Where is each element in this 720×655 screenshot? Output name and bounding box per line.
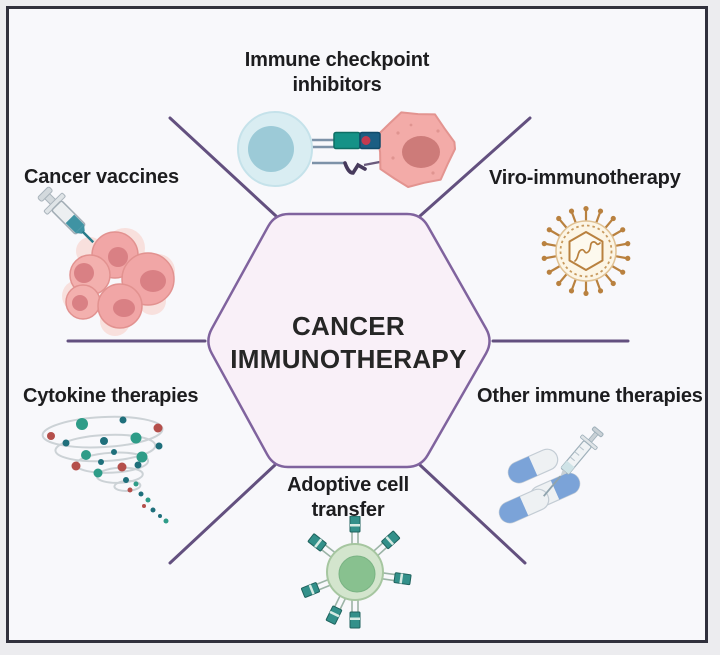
connector-top-right [418,116,532,218]
receptor-block-teal [333,131,361,150]
spiral-loops [41,415,164,492]
virus-rna-strand [574,241,601,262]
tumor-nuclei [72,247,166,317]
t-cell-checkpoint-blockade-icon [237,111,456,188]
inhibitor-dot [361,136,371,145]
car-t-cell-nucleus [338,555,376,593]
cytokine-dots [47,416,169,524]
capsule-pill-1 [507,448,559,484]
capsules-syringe-icon [498,426,604,524]
hexagon-title: CANCER IMMUNOTHERAPY [230,311,467,375]
thin-syringe [543,426,604,497]
car-t-cell-icon [301,516,412,629]
center-hexagon [207,212,491,469]
label-other-immune-therapies: Other immune therapies [477,385,703,407]
connector-bottom-right [418,463,527,565]
connector-bottom-left [168,463,277,565]
connector-top-left [168,116,278,218]
connector-lines [66,116,630,565]
cytokine-spiral-icon [41,415,169,524]
vaccine-syringe [37,186,95,244]
virus-spikes [541,206,631,296]
t-cell-nucleus [248,126,294,172]
tumor-cell-nucleus [402,136,440,168]
capsule-pill-3 [498,488,550,524]
label-cancer-vaccines: Cancer vaccines [24,166,179,188]
label-cytokine-therapies: Cytokine therapies [23,385,199,407]
blocked-receptor-zigzag [343,161,367,175]
virus-membrane-ring [559,224,613,278]
label-immune-checkpoint-inhibitors: Immune checkpoint inhibitors [244,49,430,96]
syringe-tumor-icon [37,186,175,336]
label-viro-immunotherapy: Viro-immunotherapy [489,167,681,189]
oncolytic-virus-icon [541,206,631,296]
label-adoptive-cell-transfer: Adoptive cell transfer [287,474,409,521]
virus-capsid-hexagon [568,231,604,271]
car-receptor-spikes [301,516,412,629]
